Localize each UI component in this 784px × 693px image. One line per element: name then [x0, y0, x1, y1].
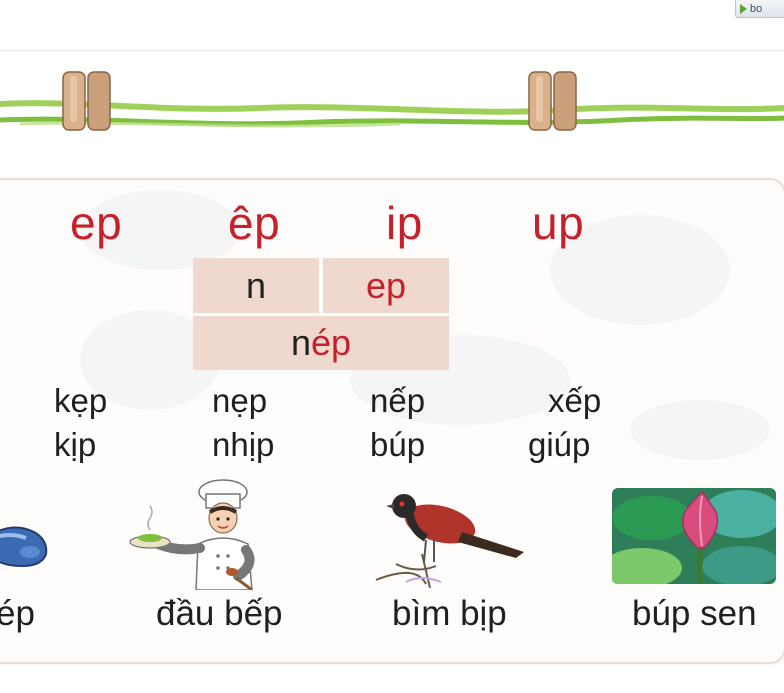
corner-button-label: bo	[750, 2, 763, 15]
bird-icon	[375, 494, 524, 588]
top-strip	[0, 0, 784, 51]
clothespin-left-icon	[62, 71, 111, 131]
onset-cell: n	[193, 258, 319, 313]
rhyme-cell: ep	[323, 258, 449, 313]
chef-icon	[129, 479, 255, 590]
clothespin-right-icon	[528, 71, 577, 131]
word-nep-sac: nếp	[370, 382, 426, 419]
lesson-card	[0, 178, 784, 664]
caption-bim-bip: bìm bịp	[392, 594, 507, 633]
lotus-bud-icon	[612, 488, 776, 584]
corner-play-button[interactable]: bo	[735, 0, 784, 18]
rhyme-ep: ep	[70, 197, 123, 249]
word-kep: kẹp	[54, 382, 108, 419]
word-nep: nẹp	[212, 382, 268, 419]
word-kip: kịp	[54, 426, 97, 463]
word-nhip: nhịp	[212, 426, 275, 463]
word-bup: búp	[370, 426, 426, 463]
model-word-rhyme: ép	[310, 322, 352, 363]
caption-dau-bep: đầu bếp	[156, 594, 283, 633]
vine-decoration	[0, 100, 784, 128]
word-xep: xếp	[548, 382, 602, 419]
caption-ep: ép	[0, 594, 35, 633]
rhyme-ep-circumflex: êp	[228, 197, 281, 249]
rhyme-up: up	[532, 197, 585, 249]
caption-bup-sen: búp sen	[632, 594, 757, 633]
slippers-icon	[0, 526, 48, 568]
rhyme-ip: ip	[386, 197, 423, 249]
model-word-onset: n	[290, 322, 311, 363]
word-giup: giúp	[528, 426, 591, 463]
play-triangle-icon	[740, 3, 747, 14]
